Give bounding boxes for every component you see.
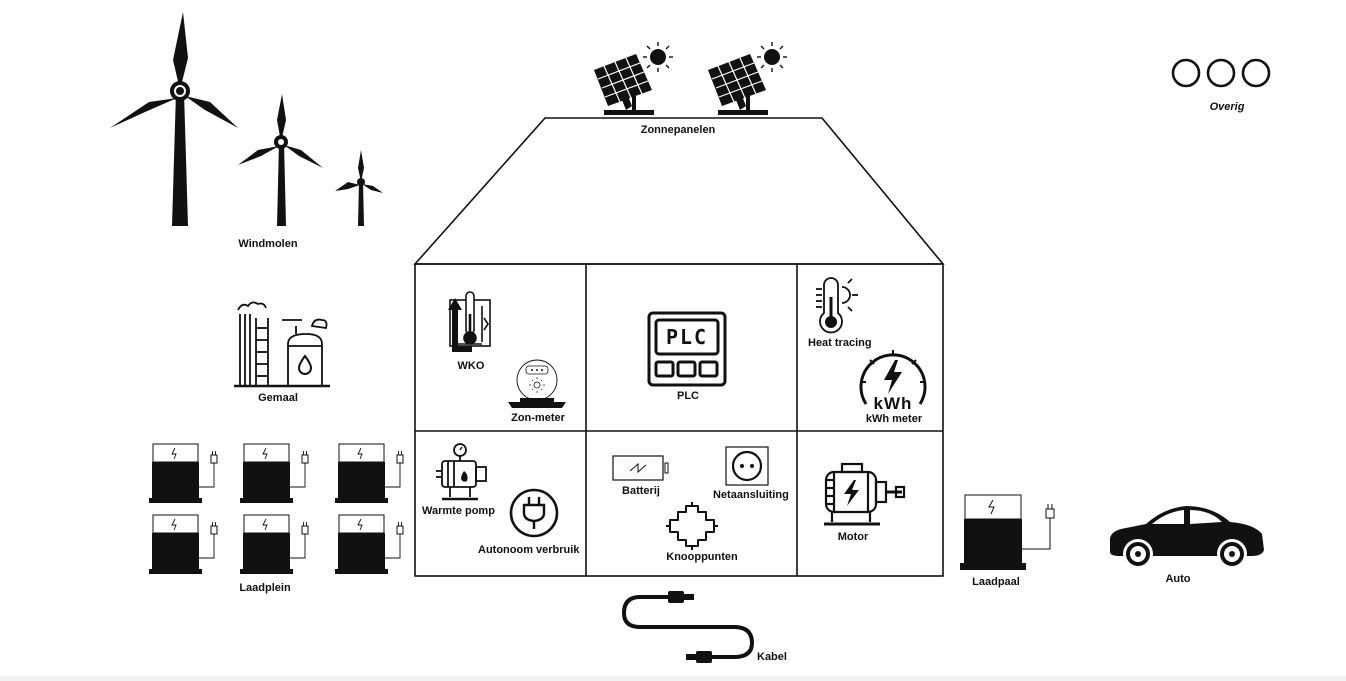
plug-icon xyxy=(509,488,559,538)
label-kwh-meter: kWh meter xyxy=(865,413,923,425)
label-laadpaal: Laadpaal xyxy=(972,576,1020,588)
label-plc: PLC xyxy=(677,390,699,402)
label-auto: Auto xyxy=(1165,573,1191,585)
solar-panel-icon xyxy=(708,42,787,115)
label-motor: Motor xyxy=(837,531,869,543)
label-windmolen: Windmolen xyxy=(238,238,298,250)
label-zon-meter: Zon-meter xyxy=(511,412,565,424)
cable-icon xyxy=(621,591,755,663)
pumping-station-icon xyxy=(234,301,330,388)
wind-turbine-icon xyxy=(110,12,383,226)
solar-panel-icon xyxy=(594,42,673,115)
label-kabel: Kabel xyxy=(757,651,787,663)
label-overig: Overig xyxy=(1209,101,1245,113)
motor-icon xyxy=(824,462,906,526)
dots-icon xyxy=(1171,58,1271,88)
kwh-symbol: kWh xyxy=(873,394,913,413)
label-zonnepanelen: Zonnepanelen xyxy=(640,124,716,136)
car-icon xyxy=(1110,506,1264,569)
kwh-meter-icon: kWh xyxy=(856,346,930,414)
charging-station-icon xyxy=(148,443,404,575)
label-laadplein: Laadplein xyxy=(239,582,291,594)
plc-screen-text: PLC xyxy=(665,325,709,349)
heat-tracing-icon xyxy=(816,277,858,334)
label-knooppunten: Knooppunten xyxy=(666,551,738,563)
label-gemaal: Gemaal xyxy=(258,392,298,404)
label-autonoom-verbruik: Autonoom verbruik xyxy=(478,544,580,556)
label-warmte-pomp: Warmte pomp xyxy=(422,505,495,517)
label-netaansluiting: Netaansluiting xyxy=(713,489,789,501)
thermometer-icon xyxy=(448,291,491,352)
label-batterij: Batterij xyxy=(622,485,660,497)
battery-icon xyxy=(612,455,669,481)
heat-pump-icon xyxy=(436,443,487,501)
junction-icon xyxy=(666,502,718,550)
plc-icon: PLC xyxy=(647,311,727,387)
smart-meter-icon xyxy=(508,359,566,408)
charging-station-icon xyxy=(960,494,1055,570)
socket-icon xyxy=(725,446,769,486)
label-heat-tracing: Heat tracing xyxy=(808,337,872,349)
label-wko: WKO xyxy=(457,360,485,372)
